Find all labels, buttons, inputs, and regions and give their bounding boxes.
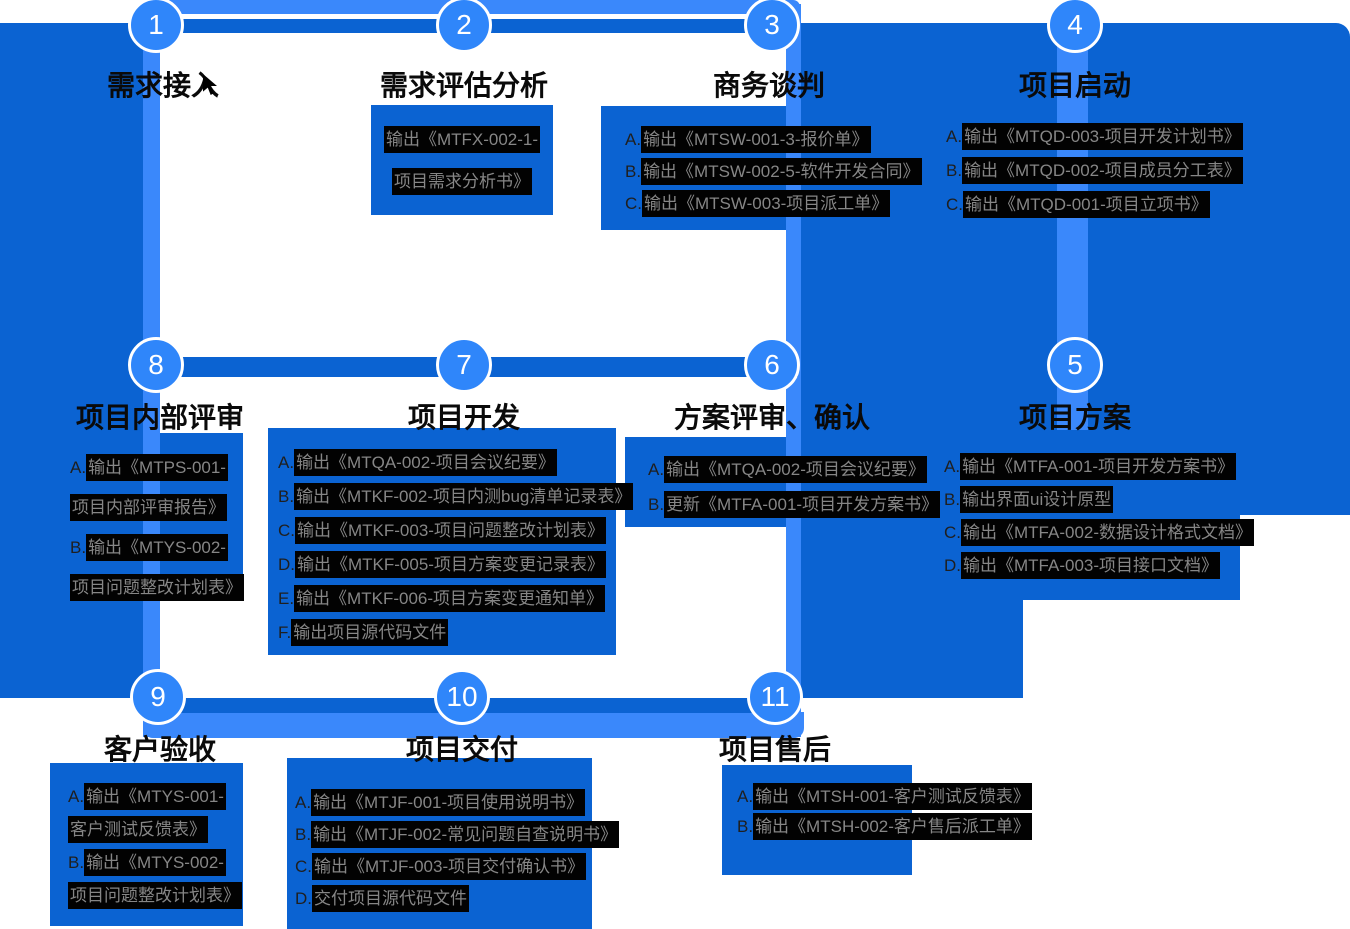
step-7-badge: 7: [436, 337, 492, 393]
step-10-title: 项目交付: [405, 734, 519, 765]
step-4-title: 项目启动: [1018, 70, 1132, 101]
step-3-outputs: A.输出《MTSW-001-3-报价单》 B.输出《MTSW-002-5-软件开发…: [625, 126, 922, 223]
step-2-title: 需求评估分析: [379, 70, 549, 101]
output-item: C.输出《MTSW-003-项目派工单》: [625, 190, 922, 217]
step-1-title: 需求接入: [106, 70, 220, 101]
step-10-outputs: A.输出《MTJF-001-项目使用说明书》 B.输出《MTJF-002-常见问题…: [295, 789, 620, 918]
step-11-title: 项目售后: [718, 734, 832, 765]
step-10-badge: 10: [434, 669, 490, 725]
output-item: A.输出《MTQD-003-项目开发计划书》: [946, 123, 1243, 150]
output-item: 项目问题整改计划表》: [70, 574, 244, 601]
step-5-badge: 5: [1047, 337, 1103, 393]
output-item: A.输出《MTQA-002-项目会议纪要》: [278, 449, 633, 476]
output-item: C.输出《MTFA-002-数据设计格式文档》: [944, 519, 1255, 546]
output-item: A.输出《MTYS-001-: [68, 783, 242, 810]
output-item: B.输出《MTSW-002-5-软件开发合同》: [625, 158, 922, 185]
output-item: B.输出《MTSH-002-客户售后派工单》: [737, 813, 1032, 840]
step-9-badge: 9: [130, 669, 186, 725]
output-item: C.输出《MTQD-001-项目立项书》: [946, 191, 1243, 218]
step-4-outputs: A.输出《MTQD-003-项目开发计划书》 B.输出《MTQD-002-项目成员…: [946, 123, 1243, 226]
step-1-badge: 1: [128, 0, 184, 53]
step-6-outputs: A.输出《MTQA-002-项目会议纪要》 B.更新《MTFA-001-项目开发方…: [648, 456, 941, 527]
step-8-badge: 8: [128, 337, 184, 393]
output-item: B.输出《MTYS-002-: [70, 534, 244, 561]
step-9-title: 客户验收: [103, 734, 217, 765]
step-2-outputs: 输出《MTFX-002-1- 项目需求分析书》: [371, 126, 553, 211]
step-2-badge: 2: [436, 0, 492, 53]
output-item: B.更新《MTFA-001-项目开发方案书》: [648, 491, 941, 518]
output-item: D.交付项目源代码文件: [295, 885, 619, 912]
output-item: A.输出《MTQA-002-项目会议纪要》: [648, 456, 940, 483]
output-item: A.输出《MTSW-001-3-报价单》: [625, 126, 922, 153]
step-6-badge: 6: [744, 337, 800, 393]
step-5-outputs: A.输出《MTFA-001-项目开发方案书》 B.输出界面ui设计原型 C.输出《M…: [944, 453, 1255, 586]
output-item: B.输出《MTKF-002-项目内测bug清单记录表》: [278, 483, 634, 510]
step-3-badge: 3: [744, 0, 800, 53]
output-item: D.输出《MTFA-003-项目接口文档》: [944, 552, 1254, 579]
output-item: 客户测试反馈表》: [68, 816, 242, 843]
step-6-title: 方案评审、确认: [673, 402, 871, 433]
step-11-badge: 11: [747, 669, 803, 725]
output-item: C.输出《MTJF-003-项目交付确认书》: [295, 853, 619, 880]
step-8-title: 项目内部评审: [75, 402, 245, 433]
panel-step-2: [371, 105, 553, 215]
output-item: B.输出《MTJF-002-常见问题自查说明书》: [295, 821, 620, 848]
step-7-outputs: A.输出《MTQA-002-项目会议纪要》 B.输出《MTKF-002-项目内测b…: [278, 449, 634, 654]
output-item: F.输出项目源代码文件: [278, 619, 633, 646]
step-7-title: 项目开发: [407, 402, 521, 433]
output-item: B.输出《MTYS-002-: [68, 849, 242, 876]
output-item: 项目内部评审报告》: [70, 494, 244, 521]
output-item: C.输出《MTKF-003-项目问题整改计划表》: [278, 517, 633, 544]
step-5-title: 项目方案: [1018, 402, 1132, 433]
step-9-outputs: A.输出《MTYS-001- 客户测试反馈表》 B.输出《MTYS-002- 项目问题…: [68, 783, 242, 916]
step-11-outputs: A.输出《MTSH-001-客户测试反馈表》 B.输出《MTSH-002-客户售后…: [737, 783, 1032, 844]
background-block-right-low: [800, 600, 1023, 698]
output-item: E.输出《MTKF-006-项目方案变更通知单》: [278, 585, 633, 612]
output-item: 输出《MTFX-002-1-: [371, 126, 553, 153]
step-8-outputs: A.输出《MTPS-001- 项目内部评审报告》 B.输出《MTYS-002- 项目问…: [70, 454, 244, 615]
output-item: A.输出《MTPS-001-: [70, 454, 244, 481]
output-item: A.输出《MTJF-001-项目使用说明书》: [295, 789, 619, 816]
output-item: B.输出界面ui设计原型: [944, 486, 1254, 513]
step-3-title: 商务谈判: [712, 70, 826, 101]
output-item: A.输出《MTSH-001-客户测试反馈表》: [737, 783, 1032, 810]
output-item: D.输出《MTKF-005-项目方案变更记录表》: [278, 551, 633, 578]
step-4-badge: 4: [1047, 0, 1103, 53]
output-item: A.输出《MTFA-001-项目开发方案书》: [944, 453, 1254, 480]
output-item: B.输出《MTQD-002-项目成员分工表》: [946, 157, 1243, 184]
output-item: 项目问题整改计划表》: [68, 882, 242, 909]
output-item: 项目需求分析书》: [371, 168, 553, 195]
